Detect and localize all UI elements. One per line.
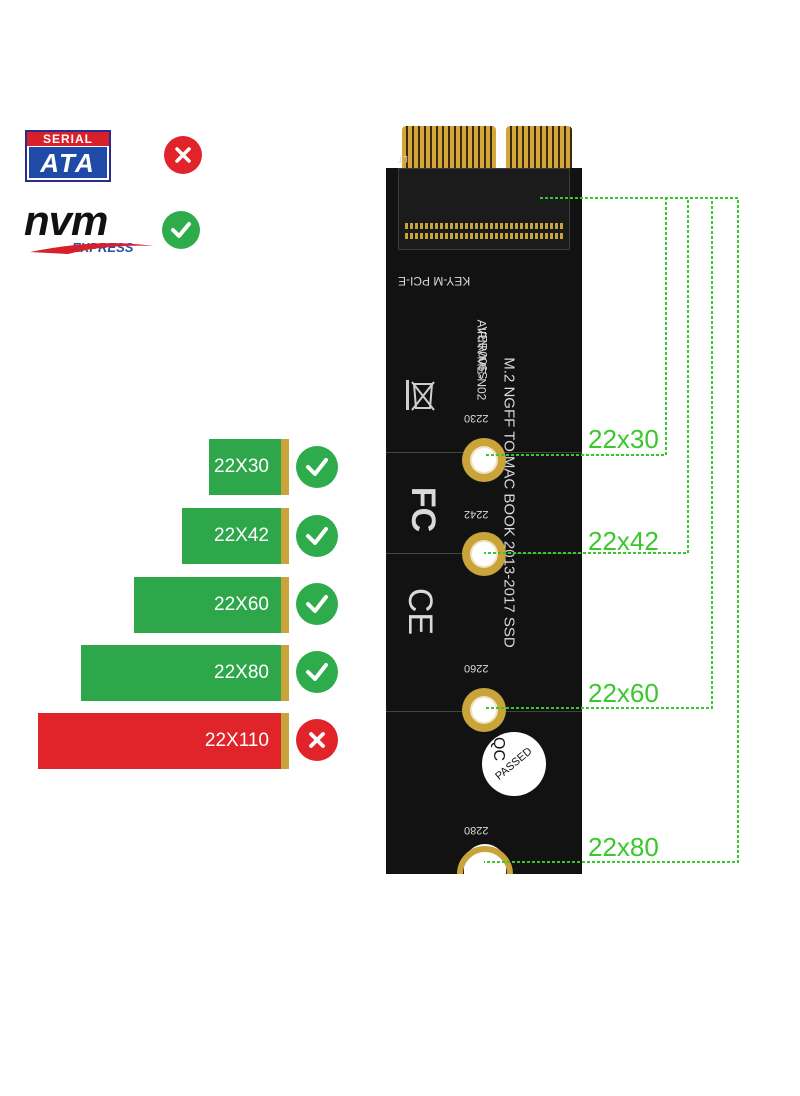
gold-contacts [281,577,289,633]
sata-logo-top: SERIAL [27,132,109,146]
callout-22x30: 22x30 [588,424,659,454]
check-icon [296,515,338,557]
ssd-bar-22x30: 22X30 [209,439,289,495]
gold-contacts [281,439,289,495]
weee-bin-icon [406,380,435,411]
socket-pins-top [405,223,563,229]
mount-hole-2260 [462,688,506,732]
check-icon [296,446,338,488]
callout-22x80: 22x80 [588,832,659,862]
socket-pins-bottom [405,233,563,239]
mount-hole-2280 [457,846,513,874]
gold-contacts [281,713,289,769]
sata-logo: SERIAL ATA [25,130,111,182]
ssd-size-label: 22X110 [204,730,269,751]
cross-icon [296,719,338,761]
ssd-bar-22x42: 22X42 [182,508,289,564]
gold-fingers-right [506,126,572,170]
check-icon [296,651,338,693]
ssd-size-label: 22X30 [214,456,269,477]
ssd-size-label: 22X80 [214,662,269,683]
ssd-size-label: 22X42 [214,525,269,546]
cross-icon [164,136,202,174]
ssd-bar-22x80: 22X80 [81,645,289,701]
check-icon [162,211,200,249]
m2-socket [398,168,570,250]
ssd-bar-22x110: 22X110 [38,713,289,769]
nvm-logo: nvm [24,197,108,244]
gold-contacts [281,508,289,564]
mount-hole-2230 [462,438,506,482]
check-icon [296,583,338,625]
nvm-swoosh-icon [30,243,154,254]
sata-logo-bottom: ATA [29,147,107,178]
qc-sticker: QC PASSED [482,732,546,796]
ssd-bar-22x60: 22X60 [134,577,289,633]
ssd-size-label: 22X60 [214,594,269,615]
callout-22x60: 22x60 [588,678,659,708]
callout-22x42: 22x42 [588,526,659,556]
gold-fingers-left [402,126,496,170]
gold-contacts [281,645,289,701]
adapter-board: LT KEY-M PCI-E M.2 NGFF TO MAC BOOK 2013… [386,154,582,874]
